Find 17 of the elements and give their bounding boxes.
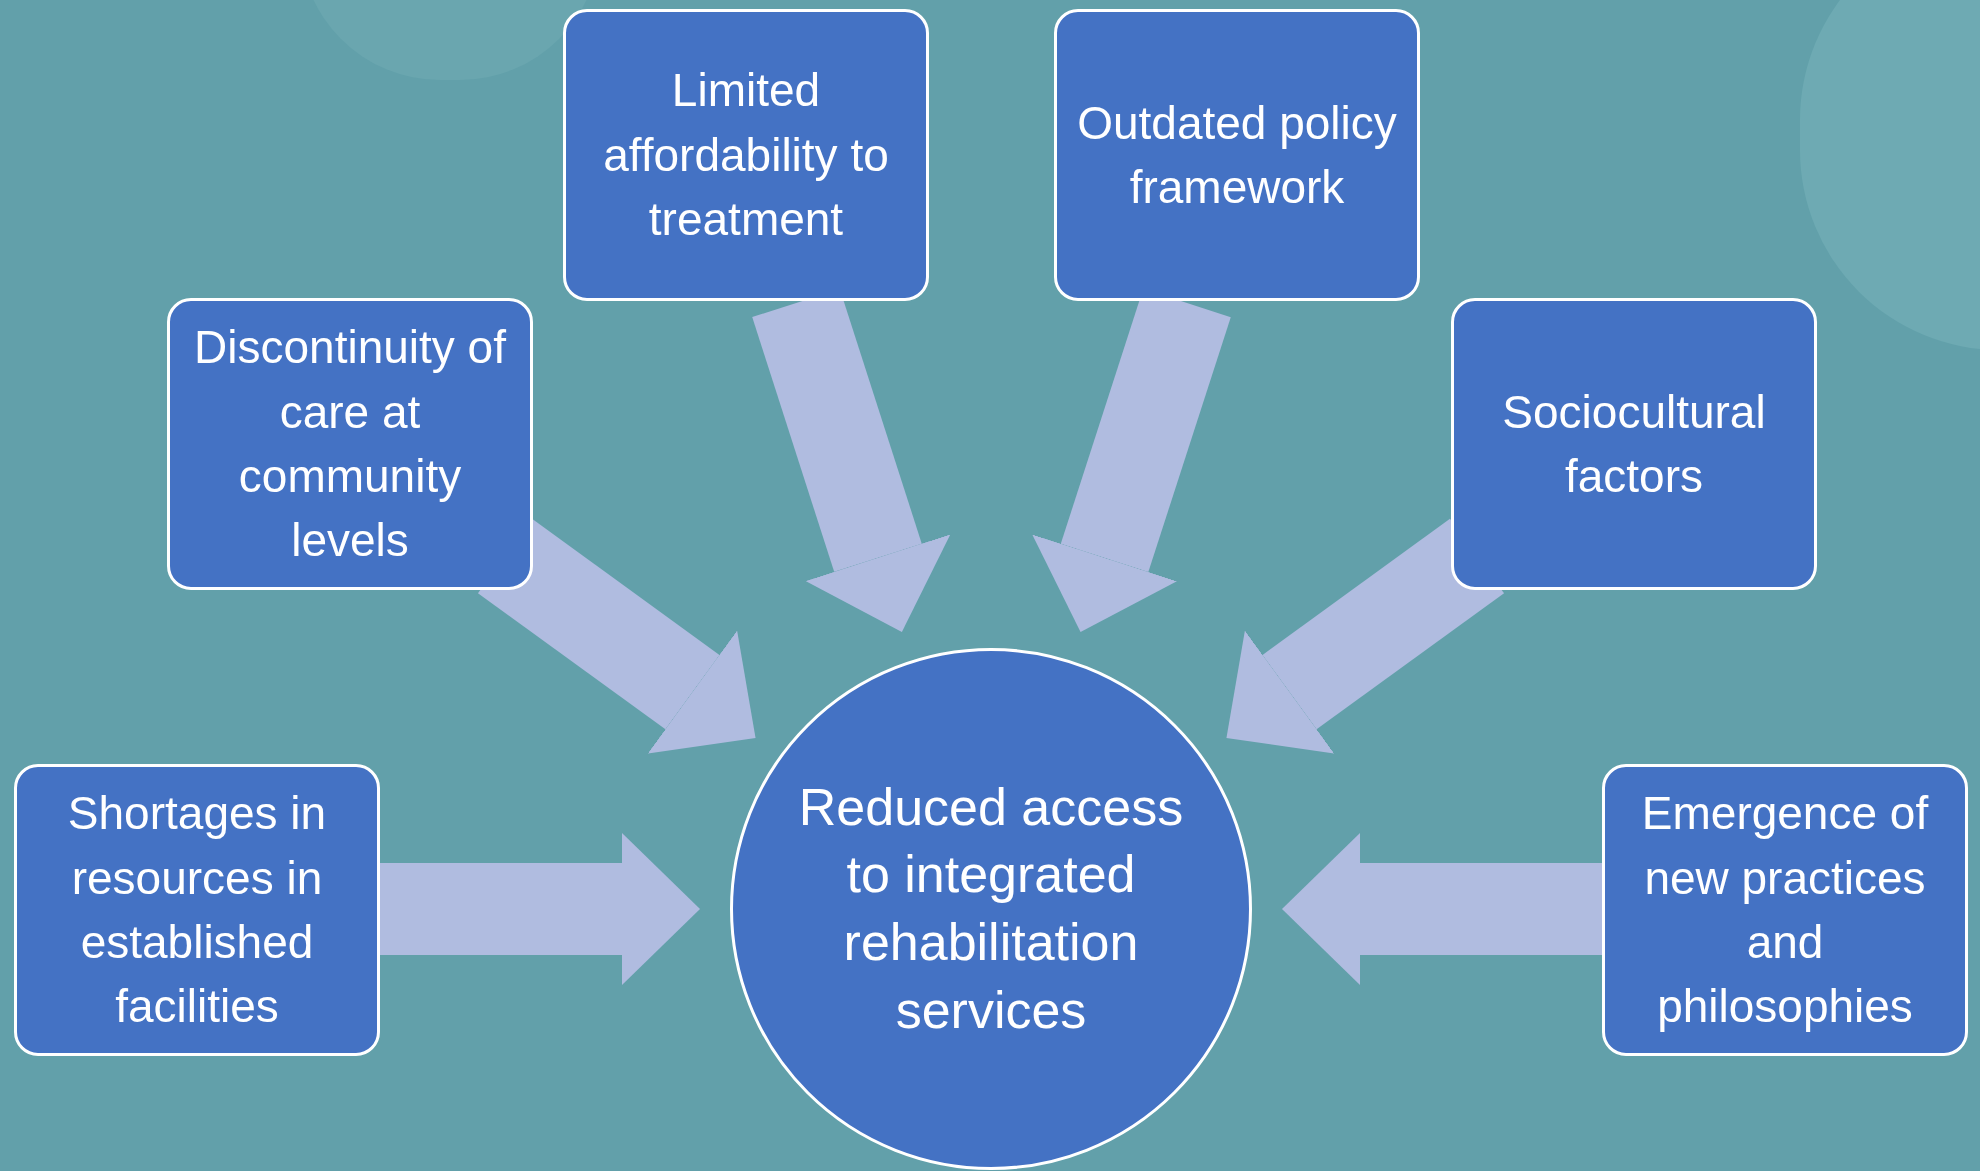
- cause-box: [1602, 764, 1968, 1056]
- cause-box: [14, 764, 380, 1056]
- block-arrow: [1226, 518, 1505, 754]
- cause-text: Shortages in resources in established facilities: [66, 786, 328, 1035]
- cause-text: Limited affordability to treatment: [602, 63, 890, 248]
- cause-text: Sociocultural factors: [1501, 384, 1767, 504]
- outcome-text: Reduced access to integrated rehabilitation services: [797, 776, 1185, 1041]
- block-arrow: [1282, 833, 1602, 985]
- block-arrow: [477, 518, 756, 754]
- cause-box: [1451, 298, 1817, 590]
- cause-text: Emergence of new practices and philosophies: [1640, 786, 1930, 1035]
- block-arrow: [380, 833, 700, 985]
- cause-text: Outdated policy framework: [1076, 95, 1398, 215]
- cause-box: [1054, 9, 1420, 301]
- cause-text: Discontinuity of care at community levels: [193, 320, 507, 569]
- cause-box: [167, 298, 533, 590]
- cause-box: [563, 9, 929, 301]
